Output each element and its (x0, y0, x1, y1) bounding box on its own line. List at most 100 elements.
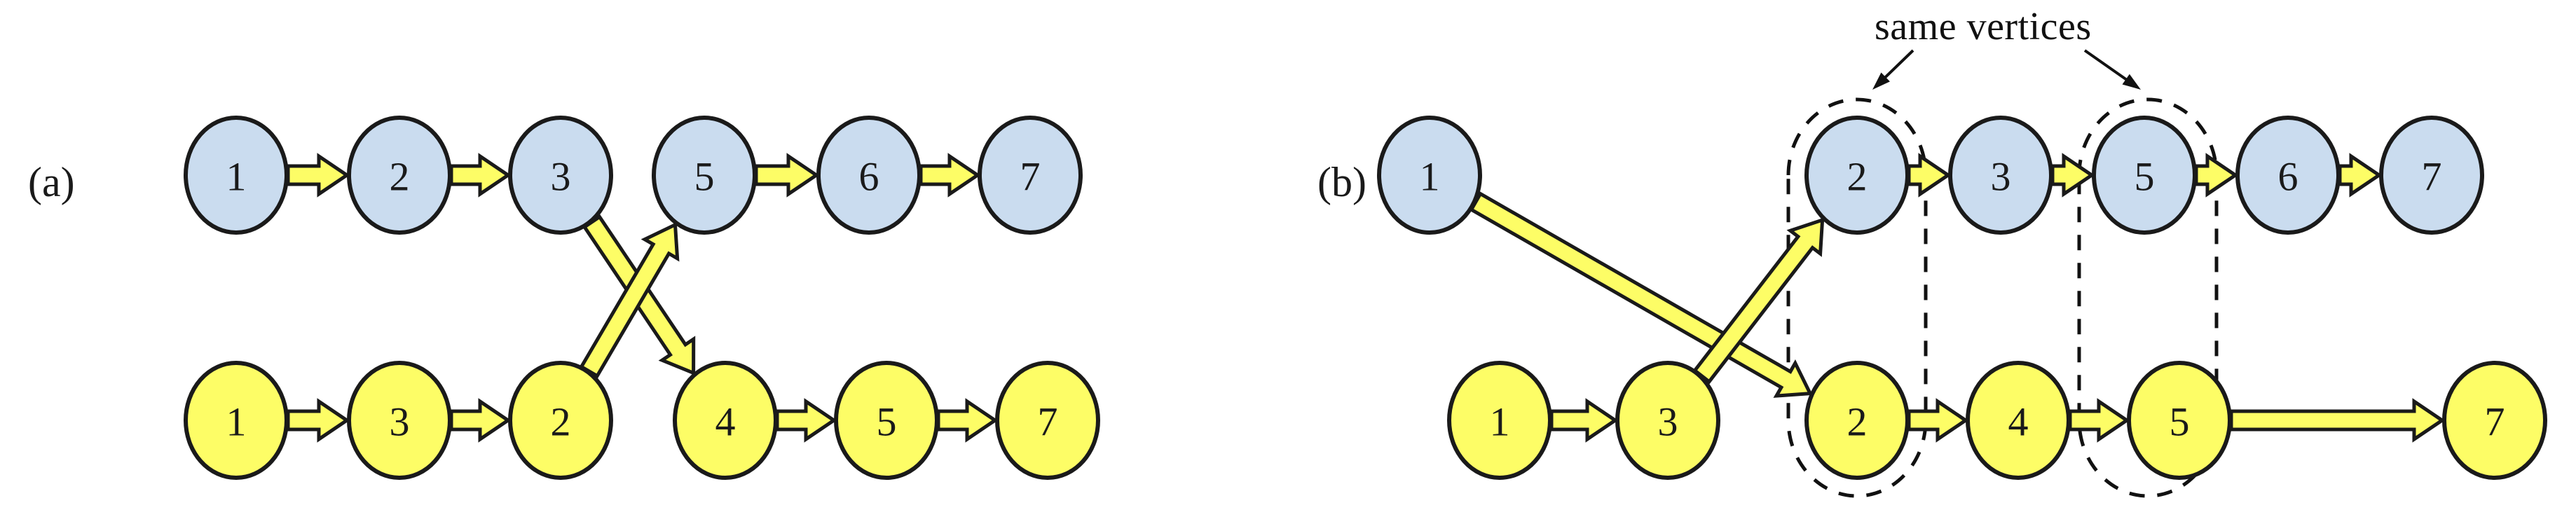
node-ellipse (2442, 361, 2547, 480)
node-ellipse (1948, 116, 2053, 235)
node-label: 5 (2135, 154, 2155, 200)
node-yellow-row-5[interactable]: 5 (834, 361, 939, 480)
node-label: 3 (390, 399, 410, 445)
node-label: 7 (1020, 154, 1041, 200)
node-ellipse (834, 361, 939, 480)
node-label: 5 (2170, 399, 2190, 445)
node-yellow-row-2[interactable]: 2 (508, 361, 613, 480)
node-label: 3 (1991, 154, 2011, 200)
node-blue-row-1[interactable]: 1 (184, 116, 289, 235)
node-label: 2 (390, 154, 410, 200)
node-label: 2 (551, 399, 571, 445)
node-ellipse (1615, 361, 1720, 480)
node-blue-row-7[interactable]: 7 (2379, 116, 2484, 235)
edge-yellow-row-3-to-2 (449, 398, 512, 443)
node-label: 3 (551, 154, 571, 200)
node-label: 4 (715, 399, 736, 445)
cross-edge-yellow3-to-blue2 (1692, 217, 1825, 385)
edge-yellow-row-4-to-5 (2068, 398, 2130, 443)
annotation-arrow-left-head (1872, 72, 1890, 90)
node-yellow-row-7[interactable]: 7 (2442, 361, 2547, 480)
node-ellipse (184, 361, 289, 480)
node-ellipse (347, 361, 452, 480)
node-yellow-row-1[interactable]: 1 (1447, 361, 1552, 480)
node-label: 1 (226, 399, 247, 445)
node-ellipse (508, 361, 613, 480)
node-ellipse (1377, 116, 1482, 235)
node-label: 7 (1038, 399, 1058, 445)
annotation-arrow-right (2083, 49, 2134, 85)
edge-blue-row-3-to-5 (2050, 153, 2095, 198)
node-label: 4 (2008, 399, 2029, 445)
edge-yellow-row-1-to-3 (286, 398, 350, 443)
node-label: 1 (1420, 154, 1440, 200)
edge-blue-row-2-to-3 (449, 153, 512, 198)
edge-yellow-row-2-to-4 (1907, 398, 1969, 443)
node-label: 7 (2422, 154, 2442, 200)
node-ellipse (1447, 361, 1552, 480)
node-ellipse (1966, 361, 2071, 480)
same-vertices-label: same vertices (1875, 5, 2092, 48)
same-vertices-group-5 (2077, 97, 2219, 498)
node-label: 1 (1490, 399, 1510, 445)
node-blue-row-7[interactable]: 7 (978, 116, 1083, 235)
node-yellow-row-4[interactable]: 4 (673, 361, 778, 480)
node-yellow-row-5[interactable]: 5 (2127, 361, 2232, 480)
node-label: 3 (1658, 399, 1678, 445)
annotation-arrows-layer (1872, 49, 2141, 90)
edge-yellow-row-1-to-3 (1549, 398, 1619, 443)
node-yellow-row-3[interactable]: 3 (347, 361, 452, 480)
node-ellipse (816, 116, 922, 235)
cross-edge-yellow2-to-blue5 (579, 221, 680, 379)
edge-blue-row-2-to-3 (1907, 153, 1952, 198)
node-label: 7 (2485, 399, 2505, 445)
node-label: 5 (694, 154, 715, 200)
node-label: 6 (859, 154, 879, 200)
node-label: 1 (226, 154, 247, 200)
same-vertices-group-2 (1786, 97, 1928, 498)
panel-label-a: (a) (28, 159, 75, 205)
node-ellipse (347, 116, 452, 235)
node-blue-row-2[interactable]: 2 (347, 116, 452, 235)
annotation-arrow-right-head (2122, 74, 2141, 90)
node-blue-row-6[interactable]: 6 (816, 116, 922, 235)
node-yellow-row-1[interactable]: 1 (184, 361, 289, 480)
node-ellipse (673, 361, 778, 480)
panel-label-b: (b) (1317, 159, 1366, 205)
edge-blue-row-6-to-7 (2338, 153, 2383, 198)
node-yellow-row-3[interactable]: 3 (1615, 361, 1720, 480)
edge-yellow-row-5-to-7 (936, 398, 999, 443)
dashed-groups-layer (1786, 97, 2219, 498)
node-blue-row-2[interactable]: 2 (1804, 116, 1910, 235)
node-blue-row-1[interactable]: 1 (1377, 116, 1482, 235)
node-blue-row-5[interactable]: 5 (652, 116, 757, 235)
edge-blue-row-6-to-7 (919, 153, 981, 198)
edge-blue-row-1-to-2 (286, 153, 350, 198)
node-ellipse (2235, 116, 2341, 235)
nodes-group: 1 2 3 5 6 7 1 3 2 4 5 7 1 2 3 5 6 7 1 3 2 4 5 7 (184, 116, 2547, 480)
node-yellow-row-7[interactable]: 7 (995, 361, 1100, 480)
node-label: 2 (1847, 399, 1868, 445)
node-ellipse (1804, 116, 1910, 235)
edge-blue-row-5-to-6 (754, 153, 820, 198)
node-ellipse (508, 116, 613, 235)
node-ellipse (995, 361, 1100, 480)
node-yellow-row-2[interactable]: 2 (1804, 361, 1910, 480)
node-blue-row-3[interactable]: 3 (1948, 116, 2053, 235)
node-label: 2 (1847, 154, 1868, 200)
edge-blue-row-5-to-6 (2194, 153, 2239, 198)
node-ellipse (184, 116, 289, 235)
node-ellipse (2127, 361, 2232, 480)
node-ellipse (978, 116, 1083, 235)
node-ellipse (2379, 116, 2484, 235)
node-blue-row-5[interactable]: 5 (2092, 116, 2197, 235)
edge-yellow-row-5-to-7 (2229, 398, 2446, 443)
node-ellipse (2092, 116, 2197, 235)
edge-yellow-row-4-to-5 (775, 398, 837, 443)
node-yellow-row-4[interactable]: 4 (1966, 361, 2071, 480)
node-blue-row-6[interactable]: 6 (2235, 116, 2341, 235)
node-blue-row-3[interactable]: 3 (508, 116, 613, 235)
node-label: 6 (2278, 154, 2298, 200)
